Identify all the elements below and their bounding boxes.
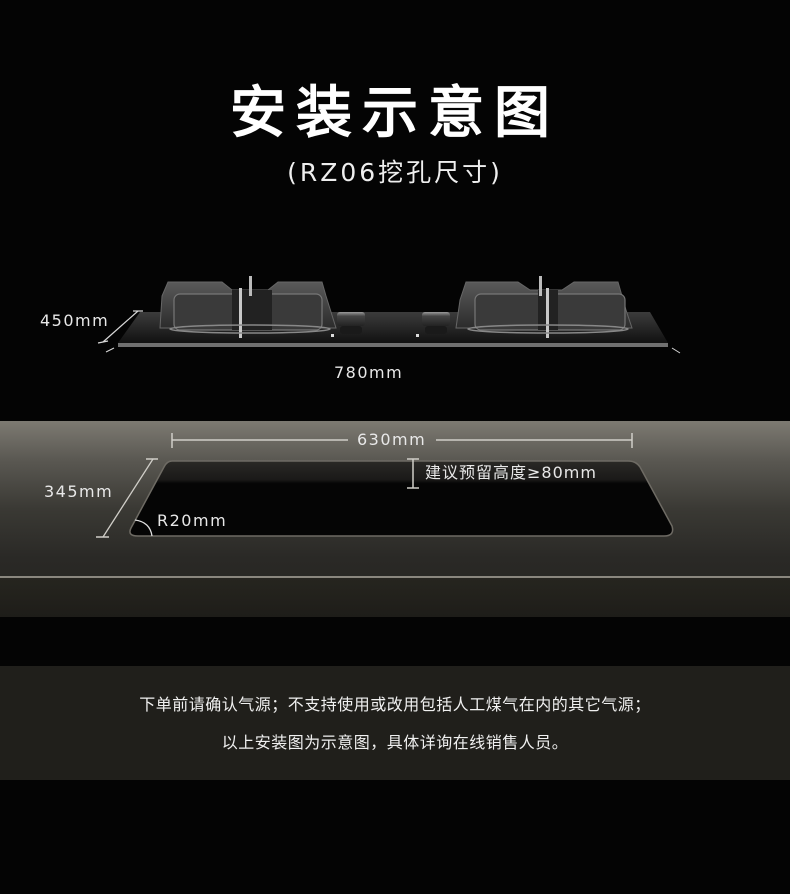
page-title: 安装示意图 <box>230 81 560 146</box>
countertop-edge <box>0 576 790 617</box>
corner-radius-label: R20mm <box>157 511 228 530</box>
clearance-height-label: 建议预留高度≥80mm <box>425 463 597 482</box>
notice-illustration-disclaimer: 以上安装图为示意图，具体详询在线销售人员。 <box>221 733 569 752</box>
stove-width-label: 780mm <box>334 363 404 382</box>
notice-gas-source: 下单前请确认气源；不支持使用或改用包括人工煤气在内的其它气源； <box>139 695 651 714</box>
stove-depth-label: 450mm <box>40 311 110 330</box>
cutout-diagram <box>96 433 674 538</box>
gas-stove-image <box>97 276 681 354</box>
notice-band: 下单前请确认气源；不支持使用或改用包括人工煤气在内的其它气源； 以上安装图为示意… <box>0 666 790 780</box>
cutout-width-label: 630mm <box>357 430 427 449</box>
stove-illustration: 450mm 780mm <box>0 260 790 390</box>
page-subtitle: (RZ06挖孔尺寸) <box>287 158 503 187</box>
cutout-depth-label: 345mm <box>44 482 114 501</box>
